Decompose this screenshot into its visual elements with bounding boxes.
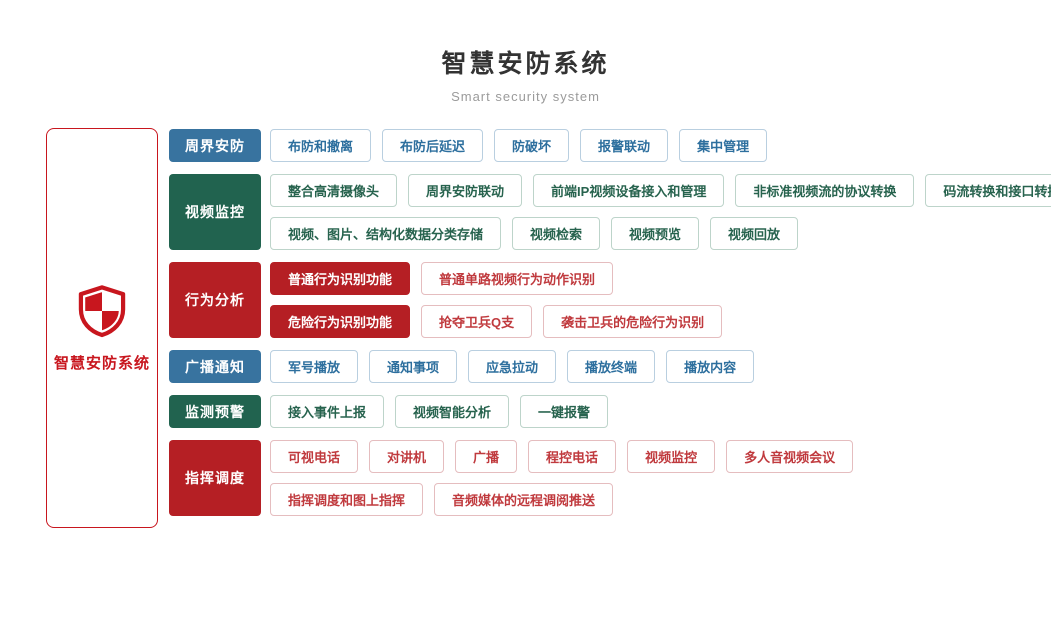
root-system-label: 智慧安防系统 bbox=[53, 354, 150, 372]
feature-button[interactable]: 视频预览 bbox=[611, 217, 700, 250]
page-header: 智慧安防系统 Smart security system bbox=[0, 44, 1051, 104]
category-label[interactable]: 监测预警 bbox=[169, 395, 261, 428]
feature-button[interactable]: 视频、图片、结构化数据分类存储 bbox=[270, 217, 502, 250]
feature-button[interactable]: 视频智能分析 bbox=[395, 395, 510, 428]
feature-button[interactable]: 布防和撤离 bbox=[270, 129, 372, 162]
category-row: 行为分析普通行为识别功能普通单路视频行为动作识别危险行为识别功能抢夺卫兵Q支袭击… bbox=[169, 262, 1051, 338]
feature-button[interactable]: 指挥调度和图上指挥 bbox=[270, 483, 424, 516]
feature-button[interactable]: 抢夺卫兵Q支 bbox=[421, 305, 533, 338]
page-subtitle: Smart security system bbox=[451, 89, 600, 104]
feature-line: 可视电话对讲机广播程控电话视频监控多人音视频会议 bbox=[270, 440, 854, 473]
feature-button[interactable]: 视频监控 bbox=[627, 440, 716, 473]
category-feature-lines: 可视电话对讲机广播程控电话视频监控多人音视频会议指挥调度和图上指挥音频媒体的远程… bbox=[270, 440, 854, 516]
root-system-panel[interactable]: 智慧安防系统 bbox=[46, 128, 158, 528]
category-rows: 周界安防布防和撤离布防后延迟防破坏报警联动集中管理视频监控整合高清摄像头周界安防… bbox=[169, 129, 1051, 516]
category-row: 监测预警接入事件上报视频智能分析一键报警 bbox=[169, 395, 1051, 428]
feature-button[interactable]: 防破坏 bbox=[494, 129, 570, 162]
feature-button[interactable]: 应急拉动 bbox=[468, 350, 557, 383]
feature-button[interactable]: 袭击卫兵的危险行为识别 bbox=[543, 305, 723, 338]
category-label[interactable]: 周界安防 bbox=[169, 129, 261, 162]
feature-line: 普通行为识别功能普通单路视频行为动作识别 bbox=[270, 262, 722, 295]
feature-line: 指挥调度和图上指挥音频媒体的远程调阅推送 bbox=[270, 483, 853, 516]
page-title: 智慧安防系统 bbox=[441, 50, 610, 78]
feature-button[interactable]: 对讲机 bbox=[369, 440, 445, 473]
feature-button[interactable]: 普通行为识别功能 bbox=[270, 262, 411, 295]
feature-button[interactable]: 程控电话 bbox=[528, 440, 617, 473]
feature-button[interactable]: 危险行为识别功能 bbox=[270, 305, 411, 338]
feature-line: 视频、图片、结构化数据分类存储视频检索视频预览视频回放 bbox=[270, 217, 1051, 250]
feature-button[interactable]: 音频媒体的远程调阅推送 bbox=[434, 483, 614, 516]
feature-button[interactable]: 报警联动 bbox=[580, 129, 669, 162]
category-feature-lines: 布防和撤离布防后延迟防破坏报警联动集中管理 bbox=[270, 129, 768, 162]
category-feature-lines: 普通行为识别功能普通单路视频行为动作识别危险行为识别功能抢夺卫兵Q支袭击卫兵的危… bbox=[270, 262, 723, 338]
feature-button[interactable]: 码流转换和接口转换 bbox=[925, 174, 1051, 207]
feature-line: 布防和撤离布防后延迟防破坏报警联动集中管理 bbox=[270, 129, 768, 162]
feature-button[interactable]: 通知事项 bbox=[369, 350, 458, 383]
feature-line: 整合高清摄像头周界安防联动前端IP视频设备接入和管理非标准视频流的协议转换码流转… bbox=[270, 174, 1051, 207]
feature-button[interactable]: 广播 bbox=[455, 440, 518, 473]
feature-button[interactable]: 播放内容 bbox=[666, 350, 755, 383]
feature-button[interactable]: 视频检索 bbox=[512, 217, 601, 250]
category-row: 指挥调度可视电话对讲机广播程控电话视频监控多人音视频会议指挥调度和图上指挥音频媒… bbox=[169, 440, 1051, 516]
category-label[interactable]: 指挥调度 bbox=[169, 440, 261, 516]
feature-button[interactable]: 军号播放 bbox=[270, 350, 359, 383]
category-feature-lines: 接入事件上报视频智能分析一键报警 bbox=[270, 395, 609, 428]
feature-button[interactable]: 普通单路视频行为动作识别 bbox=[421, 262, 614, 295]
category-row: 周界安防布防和撤离布防后延迟防破坏报警联动集中管理 bbox=[169, 129, 1051, 162]
category-row: 视频监控整合高清摄像头周界安防联动前端IP视频设备接入和管理非标准视频流的协议转… bbox=[169, 174, 1051, 250]
category-label[interactable]: 行为分析 bbox=[169, 262, 261, 338]
feature-button[interactable]: 接入事件上报 bbox=[270, 395, 385, 428]
feature-button[interactable]: 前端IP视频设备接入和管理 bbox=[533, 174, 725, 207]
feature-line: 危险行为识别功能抢夺卫兵Q支袭击卫兵的危险行为识别 bbox=[270, 305, 723, 338]
feature-button[interactable]: 非标准视频流的协议转换 bbox=[735, 174, 915, 207]
feature-button[interactable]: 周界安防联动 bbox=[408, 174, 523, 207]
feature-button[interactable]: 集中管理 bbox=[679, 129, 768, 162]
feature-button[interactable]: 多人音视频会议 bbox=[726, 440, 854, 473]
feature-button[interactable]: 布防后延迟 bbox=[382, 129, 484, 162]
feature-button[interactable]: 整合高清摄像头 bbox=[270, 174, 398, 207]
shield-icon bbox=[75, 284, 129, 343]
feature-button[interactable]: 播放终端 bbox=[567, 350, 656, 383]
feature-line: 接入事件上报视频智能分析一键报警 bbox=[270, 395, 609, 428]
feature-button[interactable]: 可视电话 bbox=[270, 440, 359, 473]
category-row: 广播通知军号播放通知事项应急拉动播放终端播放内容 bbox=[169, 350, 1051, 383]
feature-button[interactable]: 一键报警 bbox=[520, 395, 609, 428]
feature-button[interactable]: 视频回放 bbox=[710, 217, 799, 250]
category-feature-lines: 整合高清摄像头周界安防联动前端IP视频设备接入和管理非标准视频流的协议转换码流转… bbox=[270, 174, 1051, 250]
category-label[interactable]: 视频监控 bbox=[169, 174, 261, 250]
category-feature-lines: 军号播放通知事项应急拉动播放终端播放内容 bbox=[270, 350, 755, 383]
category-label[interactable]: 广播通知 bbox=[169, 350, 261, 383]
feature-line: 军号播放通知事项应急拉动播放终端播放内容 bbox=[270, 350, 755, 383]
